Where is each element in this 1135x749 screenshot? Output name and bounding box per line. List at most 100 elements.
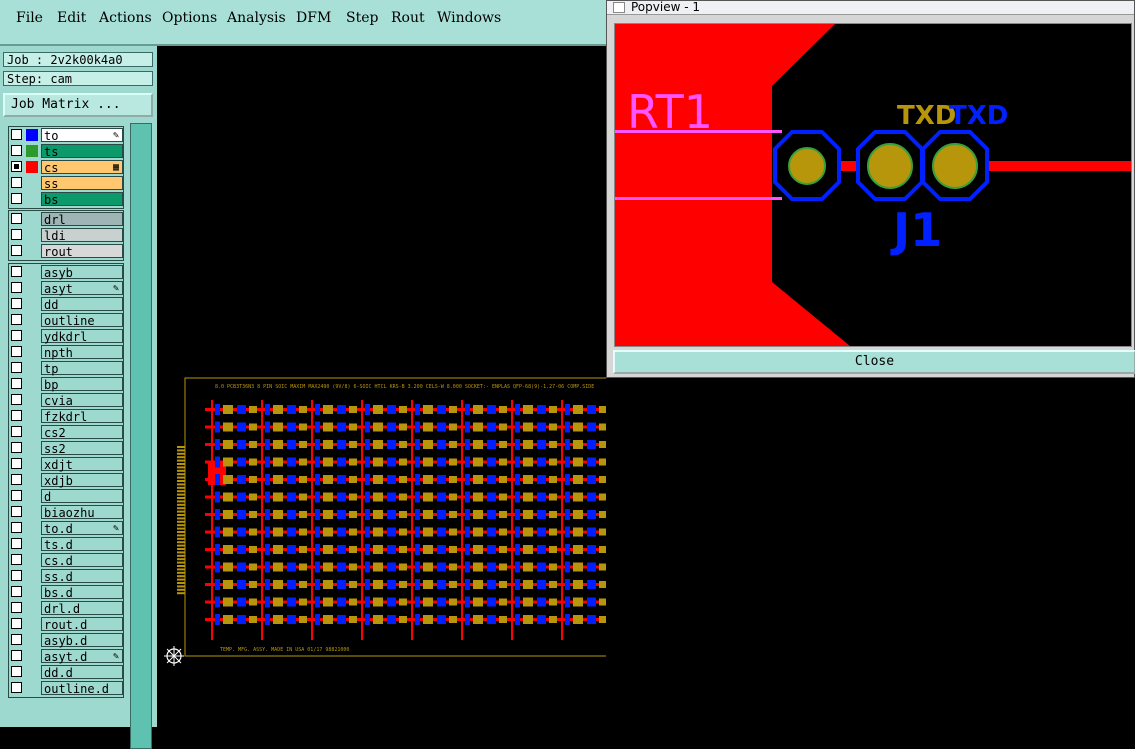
layer-name[interactable]: dd [41, 297, 123, 312]
layer-row-outline[interactable]: outline [10, 313, 124, 328]
layer-name[interactable]: outline.d [41, 681, 123, 696]
layer-name[interactable]: biaozhu [41, 505, 123, 520]
layer-name[interactable]: cs2 [41, 425, 123, 440]
layer-name[interactable]: asyt.d✎ [41, 649, 123, 664]
layer-row-cs2[interactable]: cs2 [10, 425, 124, 440]
layer-checkbox[interactable] [11, 538, 22, 549]
menu-analysis[interactable]: Analysis [227, 10, 286, 26]
layer-checkbox[interactable] [11, 506, 22, 517]
layer-row-to-d[interactable]: to.d✎ [10, 521, 124, 536]
layer-checkbox[interactable] [11, 229, 22, 240]
layer-row-to[interactable]: to✎ [10, 128, 124, 143]
layer-checkbox[interactable] [11, 666, 22, 677]
layer-name[interactable]: bs.d [41, 585, 123, 600]
layer-name[interactable]: asyt✎ [41, 281, 123, 296]
layer-row-ss-d[interactable]: ss.d [10, 569, 124, 584]
layer-name[interactable]: outline [41, 313, 123, 328]
layer-name[interactable]: fzkdrl [41, 409, 123, 424]
layer-row-dd-d[interactable]: dd.d [10, 665, 124, 680]
layer-checkbox[interactable] [11, 650, 22, 661]
layer-checkbox[interactable] [11, 442, 22, 453]
layer-name[interactable]: dd.d [41, 665, 123, 680]
layer-row-ss2[interactable]: ss2 [10, 441, 124, 456]
layer-row-d[interactable]: d [10, 489, 124, 504]
layer-name[interactable]: tp [41, 361, 123, 376]
layer-checkbox[interactable] [11, 298, 22, 309]
layer-name[interactable]: bp [41, 377, 123, 392]
layer-name[interactable]: drl [41, 212, 123, 227]
menu-file[interactable]: File [16, 10, 43, 26]
layer-row-tp[interactable]: tp [10, 361, 124, 376]
layer-checkbox[interactable] [11, 426, 22, 437]
layer-name[interactable]: ts.d [41, 537, 123, 552]
menu-windows[interactable]: Windows [437, 10, 502, 26]
layer-row-cs[interactable]: cs▦ [10, 160, 124, 175]
layer-name[interactable]: drl.d [41, 601, 123, 616]
layer-checkbox[interactable] [11, 394, 22, 405]
layer-checkbox[interactable] [11, 490, 22, 501]
layer-row-rout[interactable]: rout [10, 244, 124, 259]
menu-actions[interactable]: Actions [99, 10, 152, 26]
layer-checkbox[interactable] [11, 378, 22, 389]
layer-row-npth[interactable]: npth [10, 345, 124, 360]
layer-name[interactable]: cs.d [41, 553, 123, 568]
layer-checkbox[interactable] [11, 213, 22, 224]
pcb-graphics-canvas[interactable]: 8.0 PCB3T36N3 8 PIN SOIC MAXIM MAX2490 (… [157, 44, 606, 727]
layer-checkbox[interactable] [11, 634, 22, 645]
layer-name[interactable]: rout.d [41, 617, 123, 632]
layer-name[interactable]: npth [41, 345, 123, 360]
layer-checkbox[interactable] [11, 474, 22, 485]
layer-checkbox[interactable] [11, 362, 22, 373]
layer-row-ldi[interactable]: ldi [10, 228, 124, 243]
layer-list-scrollbar[interactable] [130, 123, 152, 749]
layer-checkbox[interactable] [11, 346, 22, 357]
layer-checkbox[interactable] [11, 570, 22, 581]
layer-name[interactable]: cs▦ [41, 160, 123, 175]
layer-name[interactable]: asyb.d [41, 633, 123, 648]
close-button[interactable]: Close [613, 350, 1135, 374]
layer-row-biaozhu[interactable]: biaozhu [10, 505, 124, 520]
layer-name[interactable]: to✎ [41, 128, 123, 143]
layer-name[interactable]: ydkdrl [41, 329, 123, 344]
layer-row-cs-d[interactable]: cs.d [10, 553, 124, 568]
job-matrix-button[interactable]: Job Matrix ... [3, 93, 153, 117]
layer-checkbox[interactable] [11, 161, 22, 172]
layer-row-ss[interactable]: ss [10, 176, 124, 191]
layer-row-asyt-d[interactable]: asyt.d✎ [10, 649, 124, 664]
layer-checkbox[interactable] [11, 193, 22, 204]
layer-name[interactable]: ldi [41, 228, 123, 243]
layer-name[interactable]: xdjb [41, 473, 123, 488]
layer-row-asyt[interactable]: asyt✎ [10, 281, 124, 296]
layer-checkbox[interactable] [11, 330, 22, 341]
menu-dfm[interactable]: DFM [296, 10, 332, 26]
layer-row-ydkdrl[interactable]: ydkdrl [10, 329, 124, 344]
layer-row-bs[interactable]: bs [10, 192, 124, 207]
layer-name[interactable]: ss.d [41, 569, 123, 584]
layer-checkbox[interactable] [11, 145, 22, 156]
layer-name[interactable]: ss [41, 176, 123, 191]
layer-name[interactable]: rout [41, 244, 123, 259]
layer-checkbox[interactable] [11, 129, 22, 140]
layer-checkbox[interactable] [11, 245, 22, 256]
layer-row-bp[interactable]: bp [10, 377, 124, 392]
layer-row-fzkdrl[interactable]: fzkdrl [10, 409, 124, 424]
layer-checkbox[interactable] [11, 554, 22, 565]
menu-step[interactable]: Step [346, 10, 379, 26]
layer-name[interactable]: bs [41, 192, 123, 207]
layer-name[interactable]: to.d✎ [41, 521, 123, 536]
layer-name[interactable]: xdjt [41, 457, 123, 472]
layer-name[interactable]: cvia [41, 393, 123, 408]
layer-checkbox[interactable] [11, 177, 22, 188]
layer-checkbox[interactable] [11, 266, 22, 277]
layer-checkbox[interactable] [11, 314, 22, 325]
layer-row-rout-d[interactable]: rout.d [10, 617, 124, 632]
layer-row-outline-d[interactable]: outline.d [10, 681, 124, 696]
layer-row-ts-d[interactable]: ts.d [10, 537, 124, 552]
layer-checkbox[interactable] [11, 586, 22, 597]
layer-row-dd[interactable]: dd [10, 297, 124, 312]
layer-checkbox[interactable] [11, 410, 22, 421]
menu-edit[interactable]: Edit [57, 10, 87, 26]
popview-canvas[interactable]: RT1 TXD TXD J1 [614, 23, 1132, 347]
layer-checkbox[interactable] [11, 682, 22, 693]
layer-row-asyb-d[interactable]: asyb.d [10, 633, 124, 648]
